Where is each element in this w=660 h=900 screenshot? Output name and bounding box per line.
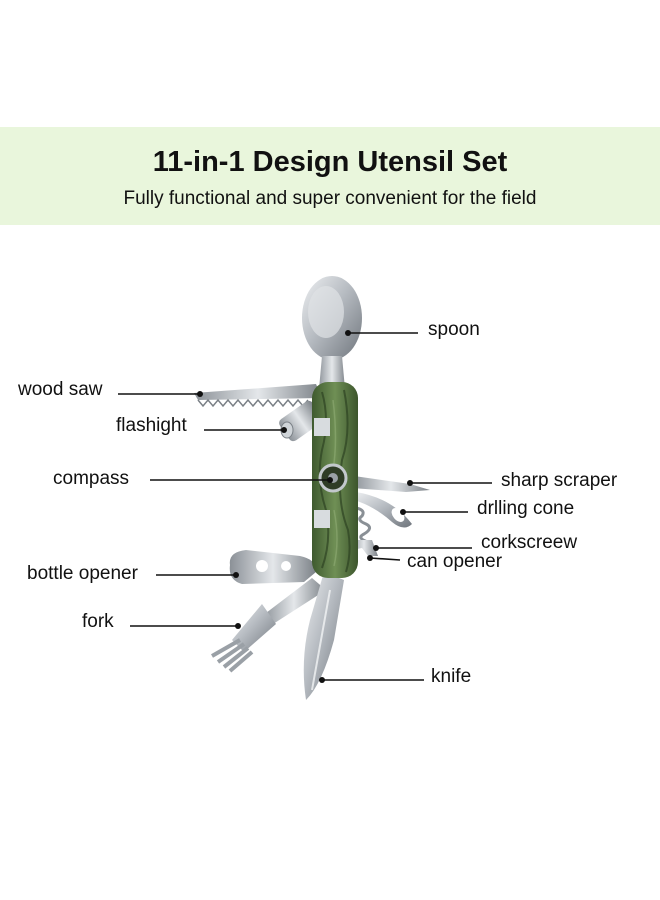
label-can-opener: can opener	[407, 551, 503, 572]
leader-can-opener	[369, 557, 401, 561]
spoon-tool	[302, 276, 362, 400]
label-flashlight: flashight	[116, 415, 187, 436]
label-sharp-scraper: sharp scraper	[501, 470, 618, 491]
label-wood-saw: wood saw	[18, 379, 103, 400]
label-bottle-opener: bottle opener	[27, 563, 138, 584]
fork-tool	[211, 578, 326, 673]
bottle-opener-tool	[229, 550, 317, 584]
sharp-scraper-tool	[352, 476, 430, 492]
page-title: 11-in-1 Design Utensil Set	[152, 146, 508, 178]
knife-tool	[303, 572, 344, 700]
wood-saw-tool	[194, 384, 322, 408]
compass-icon	[318, 463, 348, 493]
label-compass: compass	[53, 468, 130, 489]
label-corkscrew: corkscreew	[481, 532, 578, 553]
label-drilling-cone: drlling cone	[477, 498, 575, 519]
label-fork: fork	[82, 611, 114, 632]
leader-lines	[118, 332, 492, 681]
page-subtitle: Fully functional and super convenient fo…	[123, 188, 537, 209]
label-spoon: spoon	[428, 319, 480, 340]
label-knife: knife	[431, 666, 472, 687]
title-banner	[0, 127, 660, 225]
leader-dots	[197, 330, 413, 683]
